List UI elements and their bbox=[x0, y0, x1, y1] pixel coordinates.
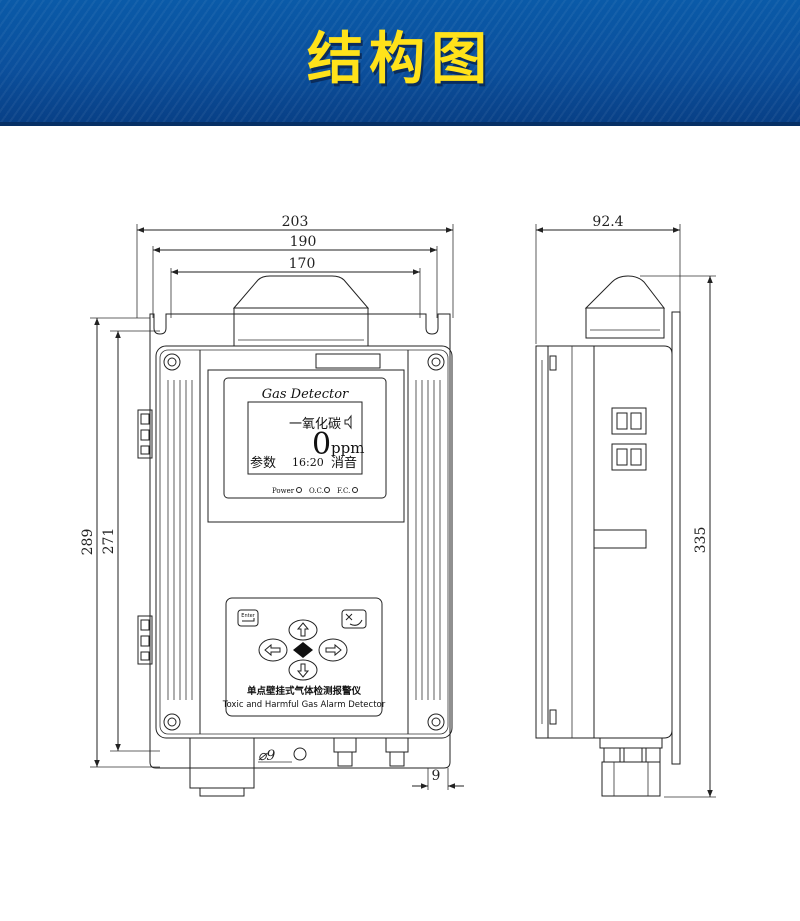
mute-key bbox=[341, 609, 367, 629]
mounting-plate bbox=[149, 313, 451, 769]
page-title: 结构图 bbox=[307, 27, 493, 92]
bottom-fittings: ⌀9 bbox=[189, 737, 409, 797]
dim-label-190: 190 bbox=[290, 234, 317, 250]
left-ribs bbox=[167, 350, 201, 734]
lcd-screen bbox=[247, 401, 363, 475]
banner-border bbox=[0, 122, 800, 126]
dim-289: 289 bbox=[80, 317, 160, 768]
dim-92-4: 92.4 bbox=[535, 214, 681, 344]
dim-label-170: 170 bbox=[289, 256, 316, 272]
speaker-mute-icon bbox=[344, 414, 352, 430]
lcd-param: 参数 bbox=[250, 455, 276, 471]
led-oc-label: O.C. bbox=[309, 487, 324, 495]
side-body bbox=[547, 345, 673, 739]
keypad-panel: Enter 单点壁挂式气体检测报警仪 Toxic and Harmful Gas… bbox=[222, 597, 386, 717]
enter-key-label: Enter bbox=[241, 613, 255, 619]
right-arrow-icon bbox=[325, 643, 342, 657]
right-ribs bbox=[407, 350, 441, 734]
banner-pattern bbox=[0, 0, 800, 126]
lcd-time: 16:20 bbox=[292, 456, 324, 469]
dim-203: 203 bbox=[136, 214, 454, 318]
brand-label: Gas Detector bbox=[262, 387, 349, 402]
led-oc-icon bbox=[324, 487, 330, 493]
label-slot bbox=[315, 353, 381, 369]
dim-label-289: 289 bbox=[80, 529, 96, 556]
dim-label-9: 9 bbox=[432, 768, 441, 784]
lcd-unit: ppm bbox=[331, 439, 364, 457]
led-fc-icon bbox=[352, 487, 358, 493]
up-arrow-icon bbox=[296, 622, 310, 637]
side-clips bbox=[611, 407, 647, 471]
side-latch bbox=[594, 529, 647, 549]
mount-hole bbox=[293, 747, 307, 761]
side-sensor bbox=[584, 275, 666, 339]
structure-drawing: 203 190 170 289 271 bbox=[80, 214, 716, 798]
dim-170: 170 bbox=[170, 256, 421, 318]
side-view: 92.4 335 bbox=[535, 214, 716, 798]
dim-190: 190 bbox=[152, 234, 438, 318]
lcd-value: 0 bbox=[312, 427, 331, 462]
sensor-cap bbox=[232, 275, 370, 347]
left-arrow-icon bbox=[264, 643, 281, 657]
silence-icon bbox=[345, 613, 363, 626]
dim-label-335: 335 bbox=[693, 527, 709, 554]
dim-label-hole: ⌀9 bbox=[258, 748, 275, 764]
center-key bbox=[293, 642, 313, 658]
display-frame: Gas Detector 一氧化碳 0 ppm 参数 16:20 消音 Powe… bbox=[207, 369, 405, 523]
header-banner: 结构图 bbox=[0, 0, 800, 126]
dim-label-203: 203 bbox=[282, 214, 309, 230]
side-glands bbox=[599, 737, 663, 797]
dim-9: 9 bbox=[412, 768, 464, 790]
dim-335: 335 bbox=[640, 275, 716, 798]
front-view: 203 190 170 289 271 bbox=[80, 214, 464, 797]
lcd-mute: 消音 bbox=[331, 455, 357, 471]
left-hinges bbox=[137, 409, 153, 665]
down-arrow-icon bbox=[296, 663, 310, 678]
led-power-icon bbox=[296, 487, 302, 493]
dim-label-271: 271 bbox=[101, 528, 117, 555]
return-icon bbox=[242, 618, 255, 622]
led-fc-label: F.C. bbox=[337, 487, 350, 495]
product-name-en: Toxic and Harmful Gas Alarm Detector bbox=[222, 700, 386, 710]
dim-label-92-4: 92.4 bbox=[592, 214, 623, 230]
product-name-cn: 单点壁挂式气体检测报警仪 bbox=[247, 685, 362, 697]
dim-271: 271 bbox=[101, 330, 160, 752]
led-power-label: Power bbox=[272, 487, 295, 495]
corner-screws bbox=[163, 353, 445, 731]
enclosure bbox=[155, 345, 453, 739]
lcd-gas-name: 一氧化碳 bbox=[289, 417, 341, 432]
enter-key bbox=[237, 609, 259, 627]
